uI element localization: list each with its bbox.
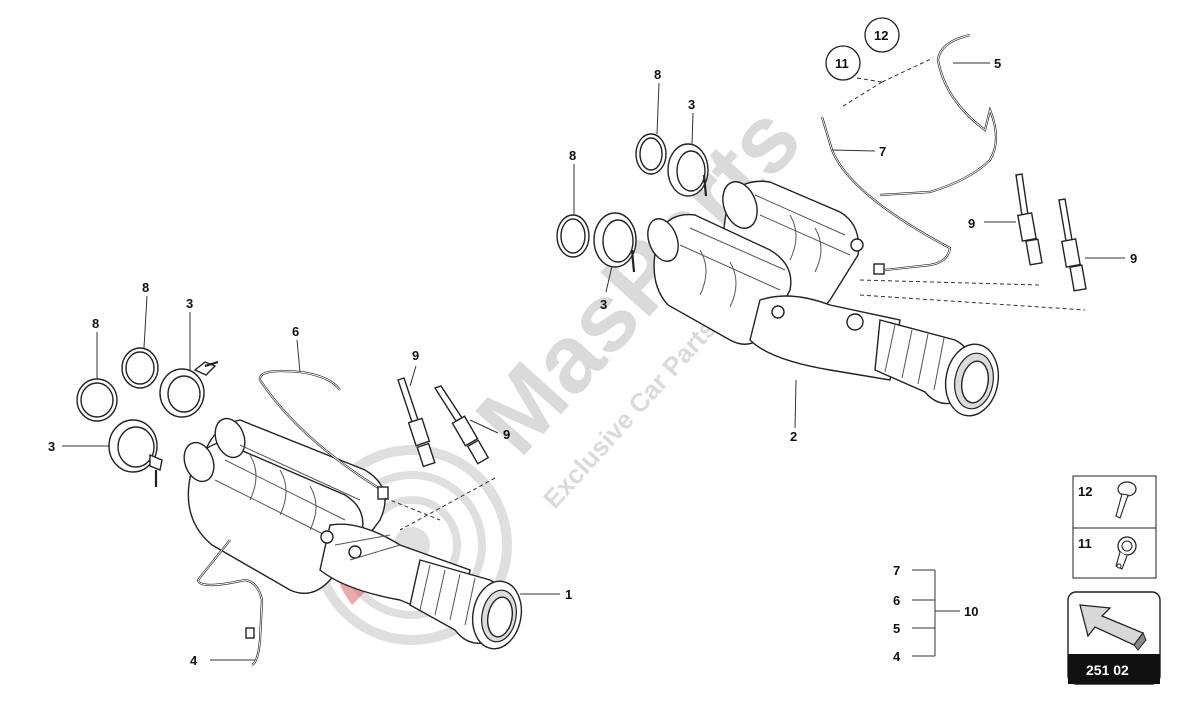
callout-11: 11: [835, 56, 849, 71]
catalytic-converter-left: [183, 417, 523, 650]
callout-4: 4: [893, 649, 901, 664]
callout-9: 9: [1130, 251, 1137, 266]
callout-6: 6: [292, 324, 299, 339]
callout-5: 5: [893, 621, 900, 636]
connection-pipe-right-7: [820, 116, 952, 275]
lambda-sensor-right-a: [1015, 173, 1043, 266]
callout-8: 8: [92, 316, 99, 331]
legend-label-12: 12: [1078, 484, 1092, 499]
callout-8: 8: [142, 280, 149, 295]
callout-3: 3: [186, 296, 193, 311]
clamp-right-upper: [667, 143, 709, 197]
connection-pipe-left-4: [196, 539, 264, 666]
legend-label-11: 11: [1078, 536, 1092, 551]
lambda-sensor-left-b: [433, 385, 490, 465]
screw-icon: [1115, 481, 1137, 519]
callout-9: 9: [968, 216, 975, 231]
callout-3: 3: [688, 97, 695, 112]
callout-7: 7: [893, 563, 900, 578]
callout-2: 2: [790, 429, 797, 444]
callout-9: 9: [412, 348, 419, 363]
circled-callout-11: 11: [825, 45, 861, 81]
callout-6: 6: [893, 593, 900, 608]
clamp-right-lower: [593, 212, 637, 273]
circled-callout-12: 12: [864, 17, 900, 53]
callout-labels: 8 8 3 3 6 9 9 1 4 8 3 8 3 5 7 9 9 2 7 6 …: [48, 56, 1137, 668]
small-parts-legend: 12 11: [1072, 475, 1157, 579]
callout-4: 4: [190, 653, 198, 668]
gasket-ring-right-outer: [556, 214, 590, 258]
gasket-ring-right-inner: [635, 133, 667, 175]
callout-8: 8: [569, 148, 576, 163]
callout-3: 3: [600, 297, 607, 312]
catalytic-converter-right: [647, 180, 1000, 417]
callout-5: 5: [994, 56, 1001, 71]
callout-7: 7: [879, 144, 886, 159]
callout-3: 3: [48, 439, 55, 454]
page-number: 251 02: [1086, 662, 1129, 678]
leader-lines: [62, 57, 1125, 661]
arrow-icon: [1079, 604, 1147, 651]
callout-10: 10: [964, 604, 978, 619]
hose-clip-icon: [1115, 536, 1137, 570]
connection-pipe-right-5: [879, 33, 998, 197]
callout-9: 9: [503, 427, 510, 442]
clamp-left-lower: [108, 419, 163, 487]
callout-1: 1: [565, 587, 572, 602]
callout-8: 8: [654, 67, 661, 82]
lambda-sensor-right-b: [1058, 198, 1087, 292]
clamp-left-upper: [159, 360, 219, 418]
gasket-ring-left-outer: [76, 378, 118, 422]
lambda-sensor-left-a: [397, 377, 436, 468]
callout-12: 12: [874, 28, 888, 43]
page-nav-box[interactable]: 251 02: [1067, 591, 1161, 685]
gasket-ring-left-inner: [121, 347, 159, 389]
